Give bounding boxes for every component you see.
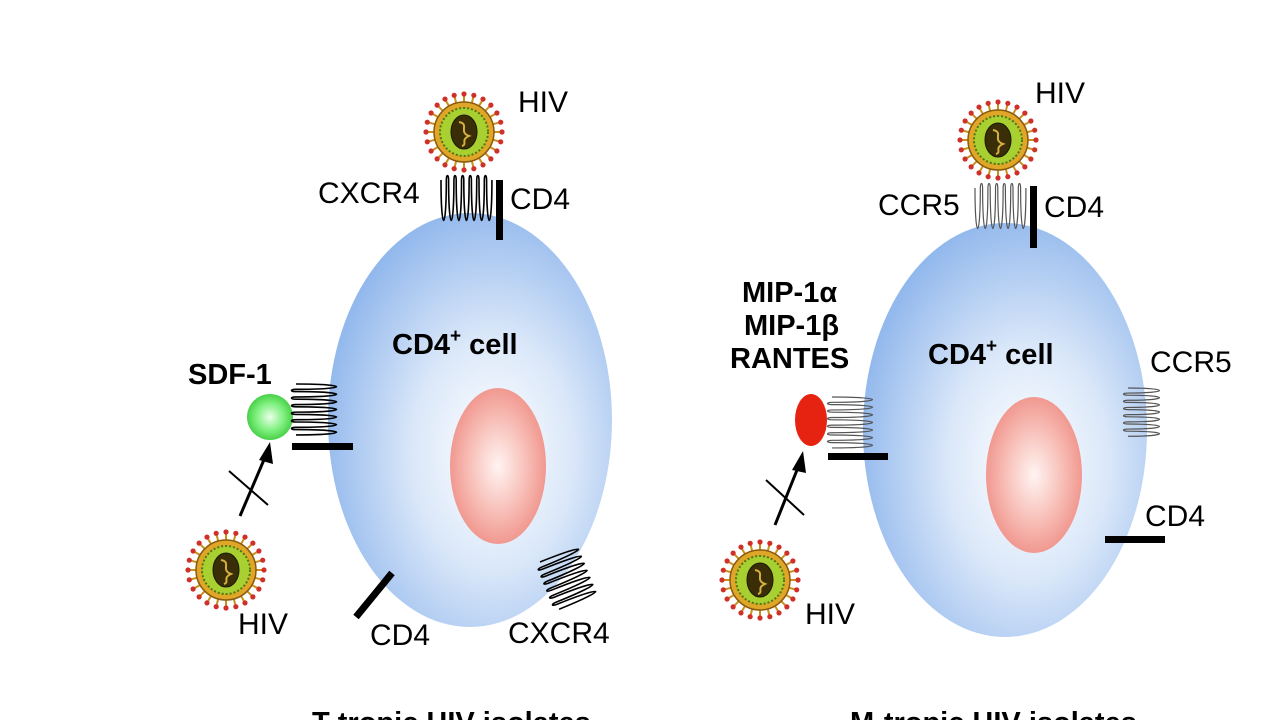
right-caption: M-tropic HIV isolates [850, 707, 1137, 720]
right-chemokine-ligand [795, 394, 827, 446]
left-top-cxcr4-label: CXCR4 [318, 177, 420, 210]
right-side-ccr5-receptor-2 [1122, 387, 1161, 437]
right-nucleus [986, 397, 1082, 553]
right-ligand-label-3: RANTES [730, 343, 849, 375]
right-top-hiv-icon [957, 99, 1039, 181]
left-caption: T-tropic HIV isolates [312, 707, 591, 720]
left-bottom-cd4-bar [353, 570, 395, 620]
left-sdf1-ligand [247, 394, 293, 440]
left-top-cd4-bar [496, 180, 503, 240]
right-top-ccr5-receptor [974, 182, 1027, 229]
left-side-cxcr4-receptor [290, 383, 337, 436]
left-top-hiv-label: HIV [518, 86, 568, 119]
right-blocked-arrow-icon [765, 451, 806, 526]
left-bottom-cd4-label: CD4 [370, 619, 430, 652]
right-panel: HIV CCR5 CD4 CD4+ cell MIP-1α MIP-1β RAN… [719, 77, 1232, 720]
right-cell-label: CD4+ cell [928, 336, 1054, 371]
right-ligand-label-1: MIP-1α [742, 277, 837, 309]
right-top-cd4-bar [1030, 186, 1037, 248]
right-cd4-label: CD4 [1145, 500, 1205, 533]
left-bottom-hiv-label: HIV [238, 608, 288, 641]
right-side-cd4-bar [828, 453, 888, 460]
left-bottom-cxcr4-label: CXCR4 [508, 617, 610, 650]
right-side-cd4-bar-2 [1105, 536, 1165, 543]
left-top-cd4-label: CD4 [510, 183, 570, 216]
left-bottom-cxcr4-receptor [537, 548, 597, 610]
right-bottom-hiv-label: HIV [805, 598, 855, 631]
left-panel: HIV CXCR4 CD4 CD4+ cell SDF-1 HIV [185, 86, 612, 720]
right-ccr5-label: CCR5 [1150, 346, 1232, 379]
left-nucleus [450, 388, 546, 544]
right-ligand-label-2: MIP-1β [744, 310, 839, 342]
left-side-cd4-bar [292, 443, 353, 450]
left-top-cxcr4-receptor [440, 174, 493, 221]
right-top-hiv-label: HIV [1035, 77, 1085, 110]
right-side-ccr5-receptor [826, 396, 873, 449]
left-top-hiv-icon [423, 91, 505, 173]
left-sdf1-label: SDF-1 [188, 359, 272, 391]
left-bottom-hiv-icon [185, 529, 267, 611]
left-blocked-arrow-icon [228, 442, 273, 517]
right-bottom-hiv-icon [719, 539, 801, 621]
right-top-ccr5-label: CCR5 [878, 189, 960, 222]
right-top-cd4-label: CD4 [1044, 191, 1104, 224]
left-cell-label: CD4+ cell [392, 326, 518, 361]
